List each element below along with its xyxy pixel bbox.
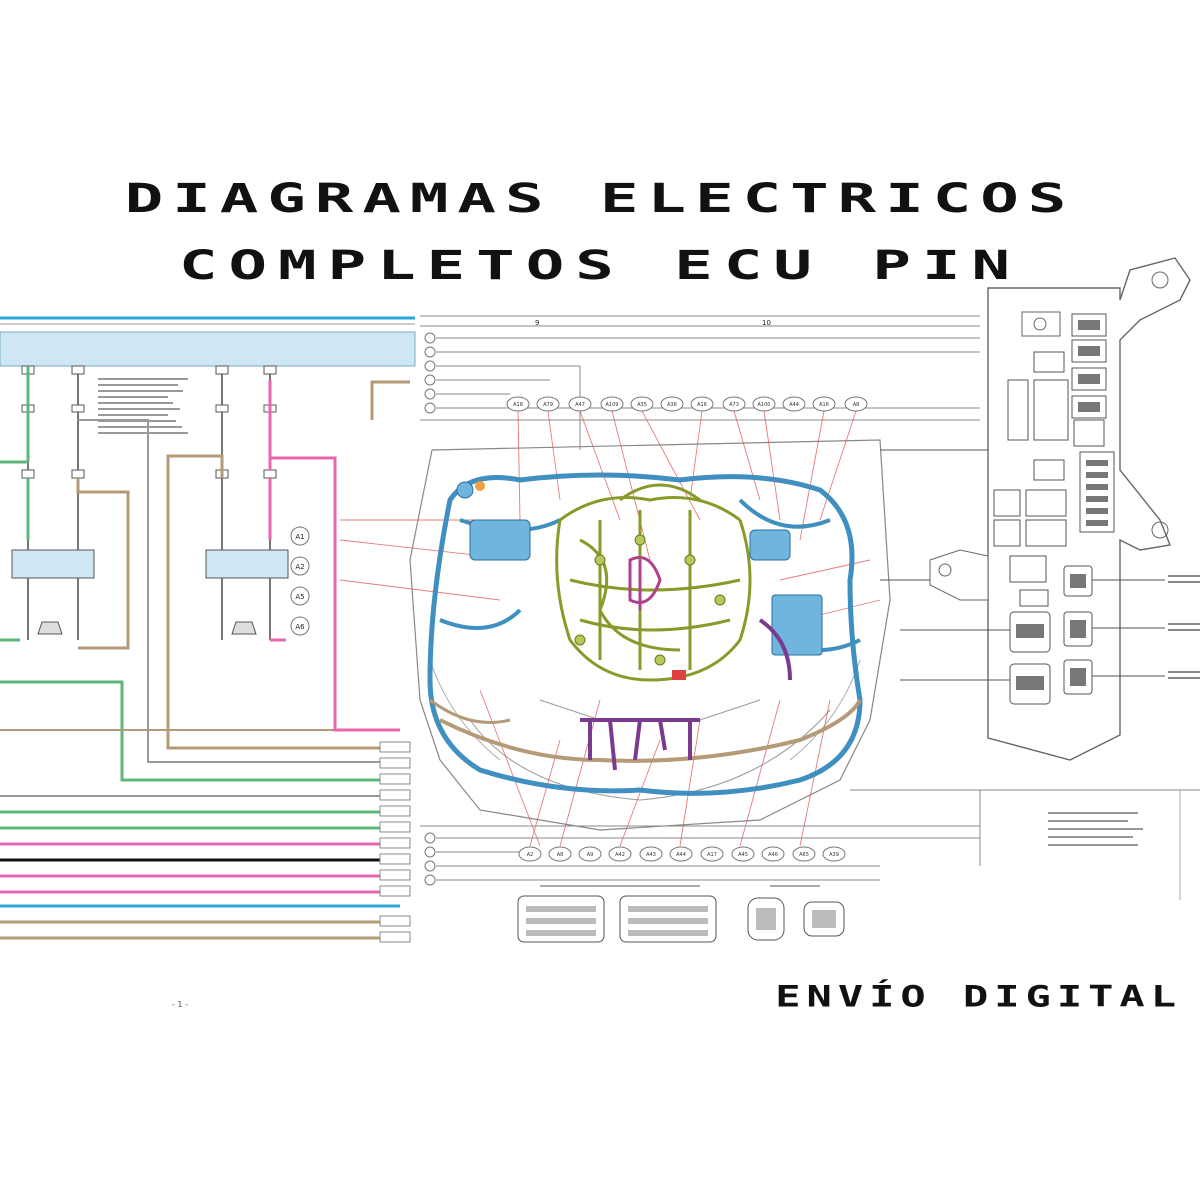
top-connector-5: A35 bbox=[637, 402, 647, 408]
component-box-left bbox=[11, 549, 95, 579]
top-connector-6: A36 bbox=[667, 402, 677, 408]
side-connector-2: A2 bbox=[295, 563, 304, 571]
bottom-connector-1: A2 bbox=[527, 852, 534, 858]
side-connector-1: A1 bbox=[295, 533, 304, 541]
left-schematic: A1 A2 A5 A6 bbox=[0, 316, 416, 943]
top-connector-4: A109 bbox=[606, 402, 619, 408]
side-connector-4: A6 bbox=[295, 623, 305, 631]
top-connector-7: A16 bbox=[697, 402, 707, 408]
bottom-connector-9: A46 bbox=[768, 852, 778, 858]
right-fuse-box bbox=[880, 257, 1200, 846]
bottom-connector-10: A65 bbox=[799, 852, 809, 858]
top-connector-3: A47 bbox=[575, 402, 585, 408]
side-connector-3: A5 bbox=[295, 593, 304, 601]
top-connector-9: A100 bbox=[758, 402, 771, 408]
bottom-connector-2: A8 bbox=[557, 852, 564, 858]
top-connector-10: A44 bbox=[789, 402, 799, 408]
top-connector-1: A18 bbox=[513, 402, 523, 408]
digital-delivery-label: ENVÍO DIGITAL bbox=[775, 979, 1182, 1014]
bottom-connector-4: A42 bbox=[615, 852, 625, 858]
bottom-connector-11: A39 bbox=[829, 852, 839, 858]
schematic-header-band bbox=[0, 331, 416, 367]
engine-bay-harness: 9 10 A18 A79 bbox=[339, 315, 1200, 943]
column-number-9: 9 bbox=[535, 319, 539, 327]
page-number: - 1 - bbox=[172, 1000, 188, 1009]
bottom-connector-8: A45 bbox=[738, 852, 748, 858]
bottom-connector-6: A44 bbox=[676, 852, 686, 858]
bottom-connector-3: A9 bbox=[587, 852, 594, 858]
column-number-10: 10 bbox=[762, 319, 771, 327]
component-box-right bbox=[205, 549, 289, 579]
top-connector-11: A16 bbox=[819, 402, 829, 408]
main-title-line-2: COMPLETOS ECU PIN bbox=[178, 243, 1022, 289]
top-connector-12: A8 bbox=[853, 402, 860, 408]
top-connector-2: A79 bbox=[543, 402, 553, 408]
bottom-connector-5: A43 bbox=[646, 852, 656, 858]
top-connector-8: A73 bbox=[729, 402, 739, 408]
bottom-connector-7: A17 bbox=[707, 852, 717, 858]
main-title-line-1: DIAGRAMAS ELECTRICOS bbox=[124, 176, 1076, 222]
